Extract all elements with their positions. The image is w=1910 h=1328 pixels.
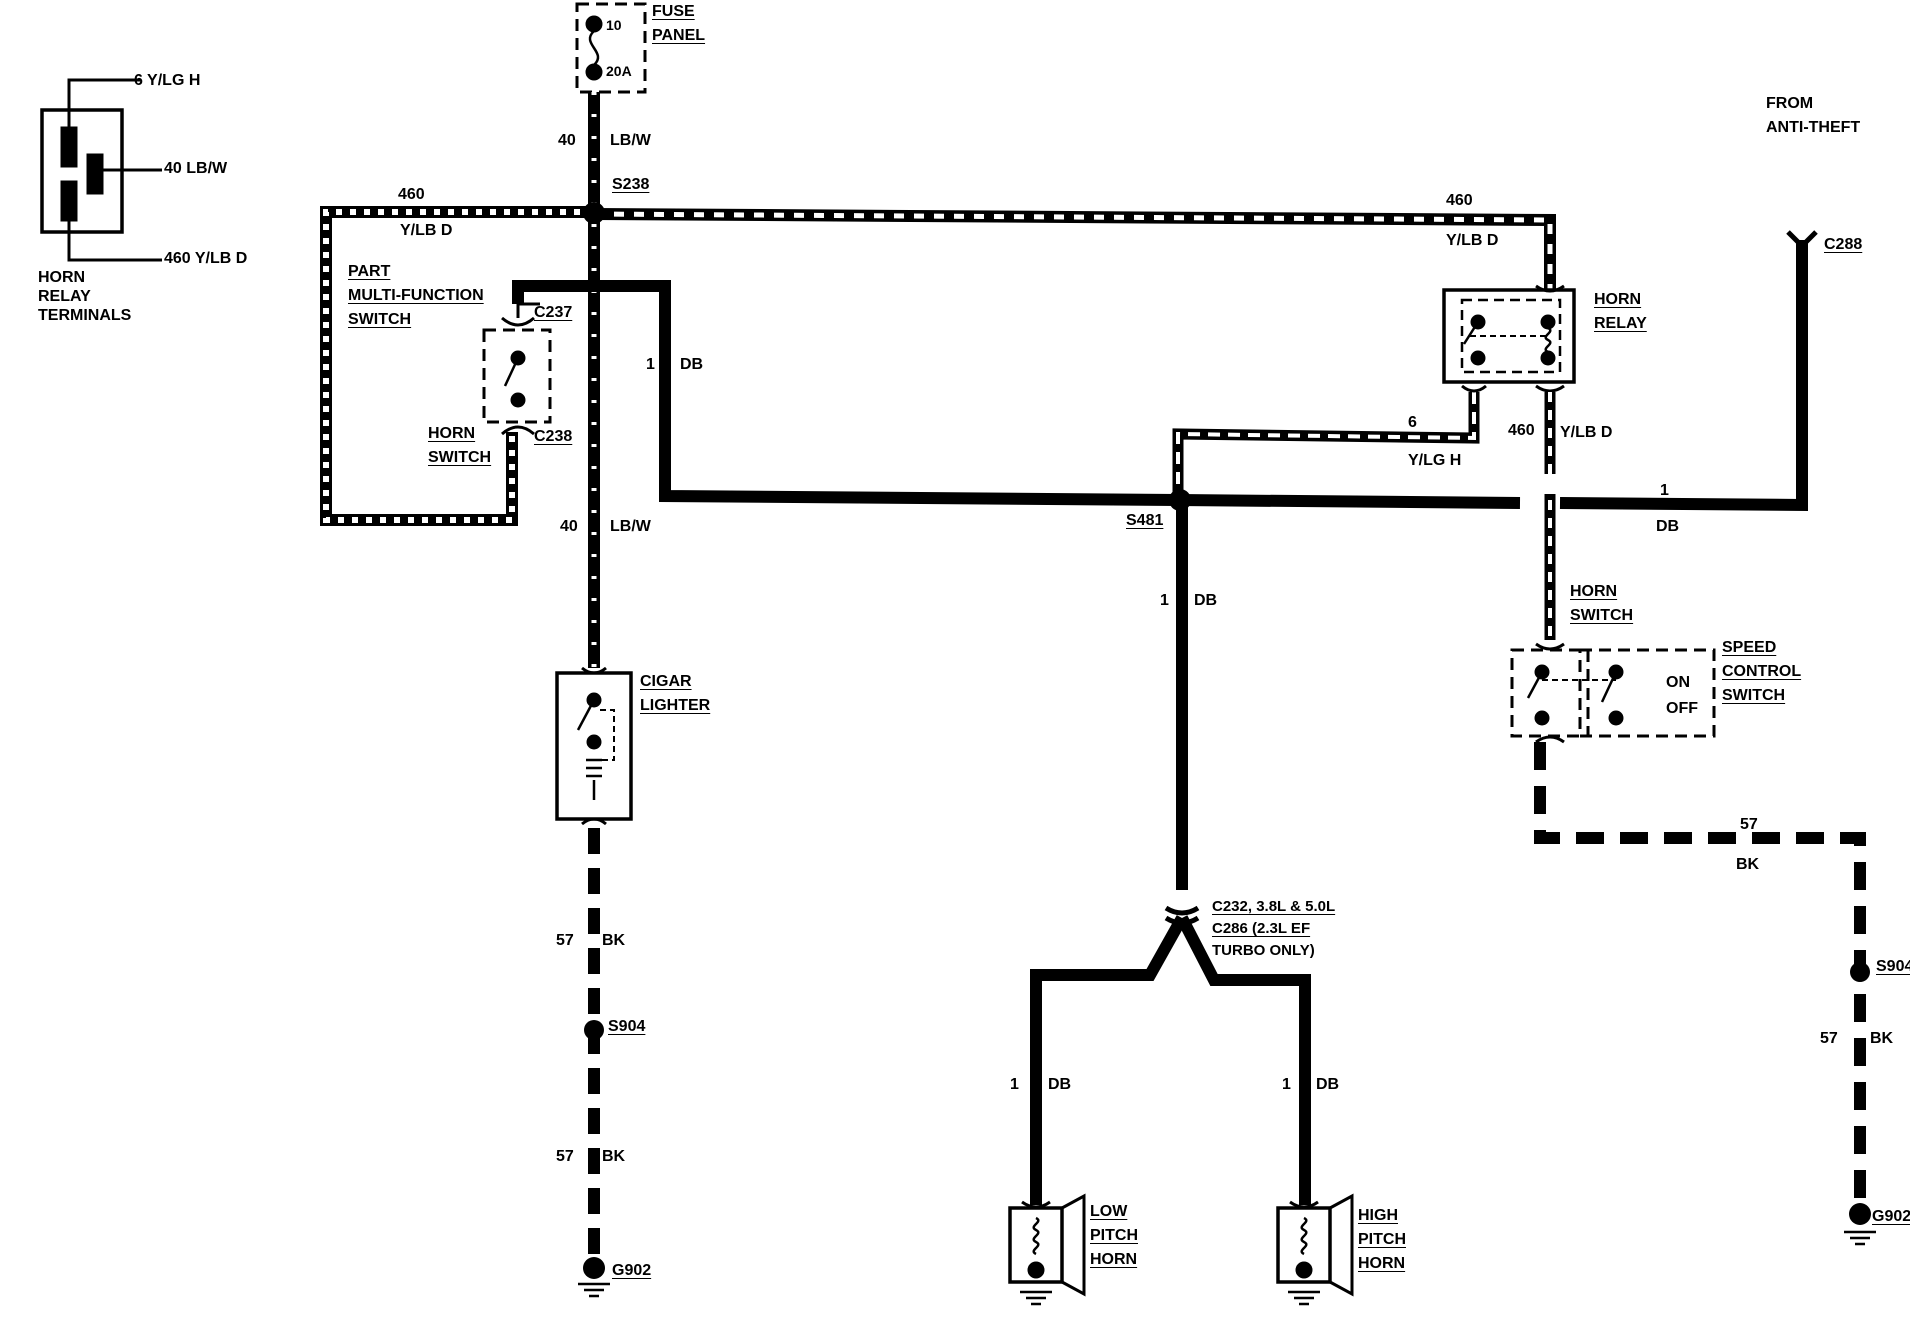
anti-theft-label: FROM ANTI-THEFT (1766, 95, 1861, 136)
splice-s481 (1169, 489, 1191, 511)
fuse-number: 10 (606, 17, 622, 33)
ylbd-right-color: Y/LB D (1446, 232, 1499, 249)
speed-off-label: OFF (1666, 700, 1698, 717)
gnd-right-number-1: 57 (1740, 816, 1758, 833)
speed-control-switch (1510, 642, 1716, 744)
horn-switch-right-label: HORN SWITCH (1570, 583, 1634, 624)
ground-g902-left: G902 (612, 1262, 652, 1279)
gnd-left-color-1: BK (602, 932, 626, 949)
bk-ground-right (1534, 742, 1876, 1246)
ylbd-left-color: Y/LB D (400, 222, 453, 239)
high-pitch-horn (1276, 1193, 1354, 1306)
db-down-color: DB (1194, 592, 1218, 609)
lbw-low-number: 40 (560, 518, 578, 535)
cigar-lighter-label: CIGAR LIGHTER (640, 673, 711, 714)
relay-460-number: 460 (1508, 422, 1535, 439)
feed-wire-number: 40 (558, 132, 576, 149)
ylbd-wire (320, 206, 1556, 526)
gnd-right-number-2: 57 (1820, 1030, 1838, 1047)
relay-terminals-caption: HORN RELAY TERMINALS (38, 269, 132, 324)
relay-pin-mid-label: 40 LB/W (164, 160, 228, 177)
fuse-panel-label: FUSE PANEL (652, 3, 706, 44)
feed-wire-color: LB/W (610, 132, 651, 149)
splice-s238 (583, 202, 605, 224)
relay-460-color: Y/LB D (1560, 424, 1613, 441)
db-lowhorn-color: DB (1048, 1076, 1072, 1093)
splice-s904-right: S904 (1876, 958, 1910, 975)
db-highhorn-number: 1 (1282, 1076, 1291, 1093)
db-left-color: DB (680, 356, 704, 373)
fuse-panel (575, 2, 647, 94)
speed-on-label: ON (1666, 674, 1690, 691)
ground-g902-right: G902 (1872, 1208, 1910, 1225)
gnd-right-color-2: BK (1870, 1030, 1894, 1047)
fuse-amperage: 20A (606, 63, 632, 79)
db-right-number: 1 (1660, 482, 1669, 499)
relay-terminals-inset (40, 78, 162, 262)
ylbd-left-number: 460 (398, 186, 425, 203)
horn-relay-label: HORN RELAY (1594, 291, 1647, 332)
db-right-color: DB (1656, 518, 1680, 535)
speed-control-label: SPEED CONTROL SWITCH (1722, 639, 1802, 704)
splice-s238-label: S238 (612, 176, 650, 193)
gnd-right-color-1: BK (1736, 856, 1760, 873)
ylgh-wire (1172, 392, 1480, 500)
cigar-lighter (555, 666, 633, 826)
low-pitch-horn (1008, 1193, 1086, 1306)
ylbd-relay-down (1542, 392, 1558, 640)
bk-ground-left (578, 828, 610, 1298)
horn-switch-left (482, 302, 552, 436)
high-pitch-horn-label: HIGH PITCH HORN (1358, 1207, 1406, 1272)
horn-relay (1442, 284, 1576, 393)
gnd-left-number-2: 57 (556, 1148, 574, 1165)
connector-c238: C238 (534, 428, 573, 445)
relay-pin-top-label: 6 Y/LG H (134, 72, 201, 89)
horn-connector-label: C232, 3.8L & 5.0L C286 (2.3L EF TURBO ON… (1212, 898, 1336, 959)
db-lowhorn-number: 1 (1010, 1076, 1019, 1093)
horn-switch-left-label: HORN SWITCH (428, 425, 492, 466)
db-wire-circuit (512, 230, 1818, 1205)
db-down-number: 1 (1160, 592, 1169, 609)
connector-c288: C288 (1824, 236, 1863, 253)
low-pitch-horn-label: LOW PITCH HORN (1090, 1203, 1138, 1268)
ylbd-right-number: 460 (1446, 192, 1473, 209)
relay-out-color: Y/LG H (1408, 452, 1462, 469)
gnd-left-color-2: BK (602, 1148, 626, 1165)
db-left-number: 1 (646, 356, 655, 373)
relay-out-number: 6 (1408, 414, 1417, 431)
splice-s904-left: S904 (608, 1018, 646, 1035)
splice-s481-label: S481 (1126, 512, 1164, 529)
connector-c237: C237 (534, 304, 573, 321)
db-highhorn-color: DB (1316, 1076, 1340, 1093)
lbw-low-color: LB/W (610, 518, 651, 535)
multifunction-switch-label: PART MULTI-FUNCTION SWITCH (348, 263, 484, 328)
gnd-left-number-1: 57 (556, 932, 574, 949)
relay-pin-bottom-label: 460 Y/LB D (164, 250, 248, 267)
